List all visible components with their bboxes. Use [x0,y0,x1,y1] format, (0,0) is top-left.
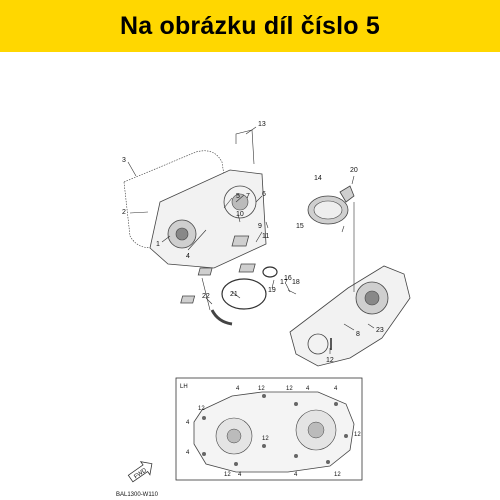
pad-16 [238,263,256,273]
callout-6: 6 [262,191,266,198]
crankcase-cover-main [289,265,411,367]
inset-callout: 4 [186,450,190,456]
inset-callout: 12 [354,432,361,438]
callout-19: 19 [268,287,276,294]
callout-2: 2 [122,209,126,216]
crankcase-cover-1 [149,169,267,269]
inset-callout: 12 [224,472,231,478]
hose-22 [210,309,233,326]
callout-23: 23 [376,327,384,334]
fwd-arrow-icon: FWD [127,461,153,483]
callout-14: 14 [314,175,322,182]
callout-22: 22 [202,293,210,300]
inset-callout: 4 [186,420,190,426]
callout-4: 4 [186,253,190,260]
banner-title: Na obrázku díl číslo 5 [119,11,381,40]
callout-20: 20 [350,167,358,174]
diagram-code: BAL1300-W110 [116,492,159,498]
inset-callout: 12 [258,386,265,392]
breather-hose [235,129,255,165]
inset-callout: 12 [334,472,341,478]
callout-1: 1 [156,241,160,248]
pad-17 [197,267,213,276]
title-banner: Na obrázku díl číslo 5 [0,0,500,52]
pad-21 [180,295,196,304]
inset-frame [175,377,363,481]
callout-13: 13 [258,121,266,128]
pad-15 [231,235,250,247]
callout-12: 12 [326,357,334,364]
callout-18: 18 [292,279,300,286]
inset-callout: 4 [294,472,298,478]
inset-callout: 4 [238,472,242,478]
callout-9: 9 [258,223,262,230]
bracket [339,185,355,203]
callout-21: 21 [230,291,238,298]
inset-callout: 4 [236,386,240,392]
callout-17: 17 [280,279,288,286]
callout-3: 3 [122,157,126,164]
callout-5: 5 [236,193,240,200]
inset-callout: 4 [334,386,338,392]
circlip [262,266,278,278]
callout-11: 11 [262,233,269,240]
exploded-parts-diagram: 13 3 2 1 4 5 6 7 10 9 11 14 20 15 16 17 … [116,121,411,498]
callout-10: 10 [236,211,244,218]
inset-callout: 4 [306,386,310,392]
o-ring [221,278,267,310]
callout-16: 16 [284,275,292,282]
callout-7: 7 [246,193,250,200]
callout-8: 8 [356,331,360,338]
inset-label: LH [180,384,188,390]
inset-callout: 12 [198,406,205,412]
inset-callout: 12 [262,436,269,442]
callout-15: 15 [296,223,304,230]
cover-main-boss [307,333,329,355]
inset-callout: 12 [286,386,293,392]
